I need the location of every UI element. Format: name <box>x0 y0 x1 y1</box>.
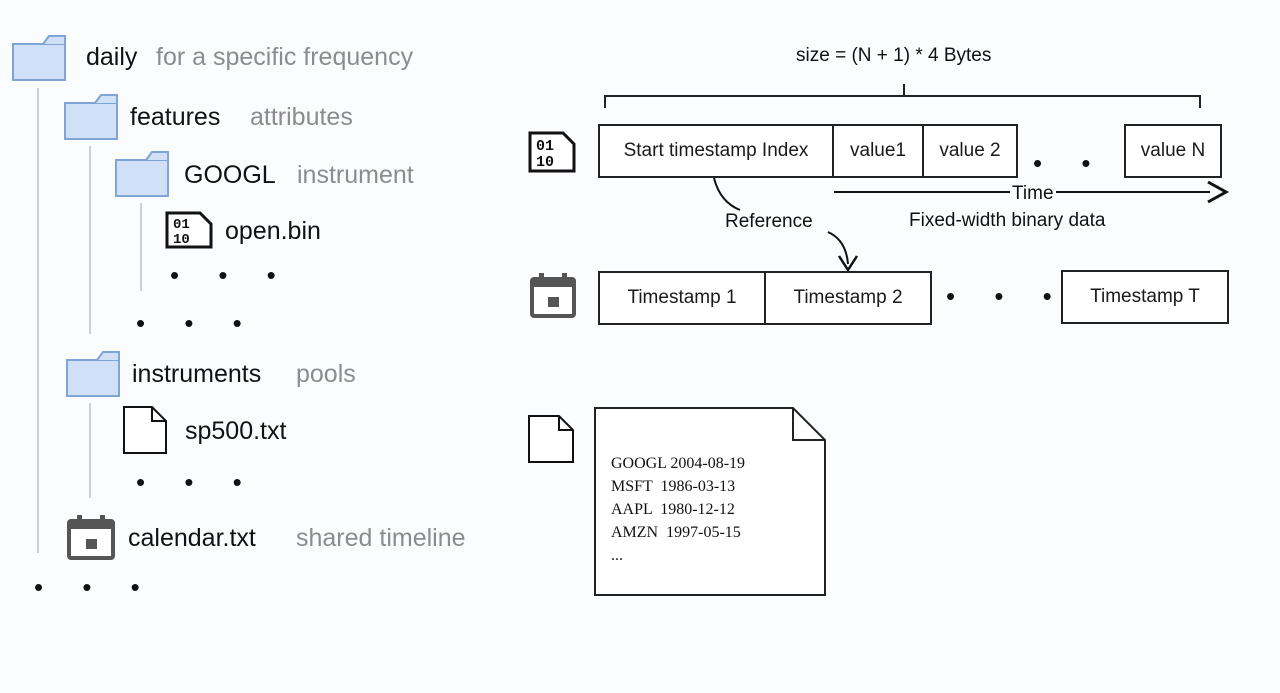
instruments-document <box>594 407 826 596</box>
svg-text:10: 10 <box>536 154 554 171</box>
tree-item-open-bin-name: open.bin <box>225 217 321 245</box>
reference-label: Reference <box>725 211 813 232</box>
text-file-icon <box>120 404 170 461</box>
tree-item-instruments-desc: pools <box>296 360 356 388</box>
tree-line-googl <box>140 203 142 291</box>
svg-text:01: 01 <box>536 138 554 155</box>
tree-ellipsis-daily: • • • <box>34 572 156 602</box>
reference-arrow <box>713 177 859 273</box>
text-file-icon <box>525 413 577 470</box>
tree-line-daily <box>37 88 39 553</box>
tree-item-googl-desc: instrument <box>297 161 414 189</box>
svg-text:01: 01 <box>173 217 190 233</box>
instruments-document-text: GOOGL 2004-08-19 MSFT 1986-03-13 AAPL 19… <box>611 452 745 567</box>
calendar-cell-timestamp-1: Timestamp 1 <box>598 271 766 325</box>
binary-cell-valueN: value N <box>1124 124 1222 178</box>
tree-item-calendar-name: calendar.txt <box>128 524 256 552</box>
binary-ellipsis: • • • <box>1033 148 1155 178</box>
tree-item-daily-name: daily <box>86 43 138 71</box>
instrument-line: AMZN 1997-05-15 <box>611 524 741 541</box>
folder-icon <box>11 34 67 87</box>
size-label: size = (N + 1) * 4 Bytes <box>796 45 992 66</box>
tree-item-features-desc: attributes <box>250 103 353 131</box>
tree-item-sp500-name: sp500.txt <box>185 417 287 445</box>
tree-ellipsis-googl: • • • <box>170 260 292 290</box>
folder-icon <box>63 93 119 146</box>
binary-file-icon: 01 10 <box>164 210 214 255</box>
instrument-line: AAPL 1980-12-12 <box>611 501 735 518</box>
time-label: Time <box>1010 183 1056 205</box>
calendar-cell-timestamp-2: Timestamp 2 <box>764 271 932 325</box>
binary-file-icon: 01 10 <box>527 130 577 179</box>
instrument-line: GOOGL 2004-08-19 <box>611 455 746 472</box>
tree-item-googl-name: GOOGL <box>184 161 276 189</box>
svg-text:10: 10 <box>173 232 190 248</box>
calendar-icon <box>529 271 577 324</box>
tree-ellipsis-features: • • • <box>136 308 258 338</box>
tree-item-calendar-desc: shared timeline <box>296 524 466 552</box>
calendar-cell-timestamp-t: Timestamp T <box>1061 270 1229 324</box>
tree-item-features-name: features <box>130 103 221 131</box>
binary-caption: Fixed-width binary data <box>909 210 1106 231</box>
instrument-line: ... <box>611 547 623 564</box>
binary-cell-value1: value1 <box>832 124 924 178</box>
calendar-icon <box>66 513 116 566</box>
folder-icon <box>114 150 170 203</box>
tree-ellipsis-instruments: • • • <box>136 467 258 497</box>
size-brace <box>604 84 1201 108</box>
tree-line-instruments <box>89 403 91 498</box>
folder-icon <box>65 350 121 403</box>
tree-line-features <box>89 146 91 334</box>
tree-item-daily-desc: for a specific frequency <box>156 43 414 71</box>
tree-item-instruments-name: instruments <box>132 360 262 388</box>
calendar-ellipsis: • • • <box>946 281 1068 311</box>
binary-cell-value2: value 2 <box>922 124 1018 178</box>
binary-cell-start-index: Start timestamp Index <box>598 124 834 178</box>
instrument-line: MSFT 1986-03-13 <box>611 478 736 495</box>
